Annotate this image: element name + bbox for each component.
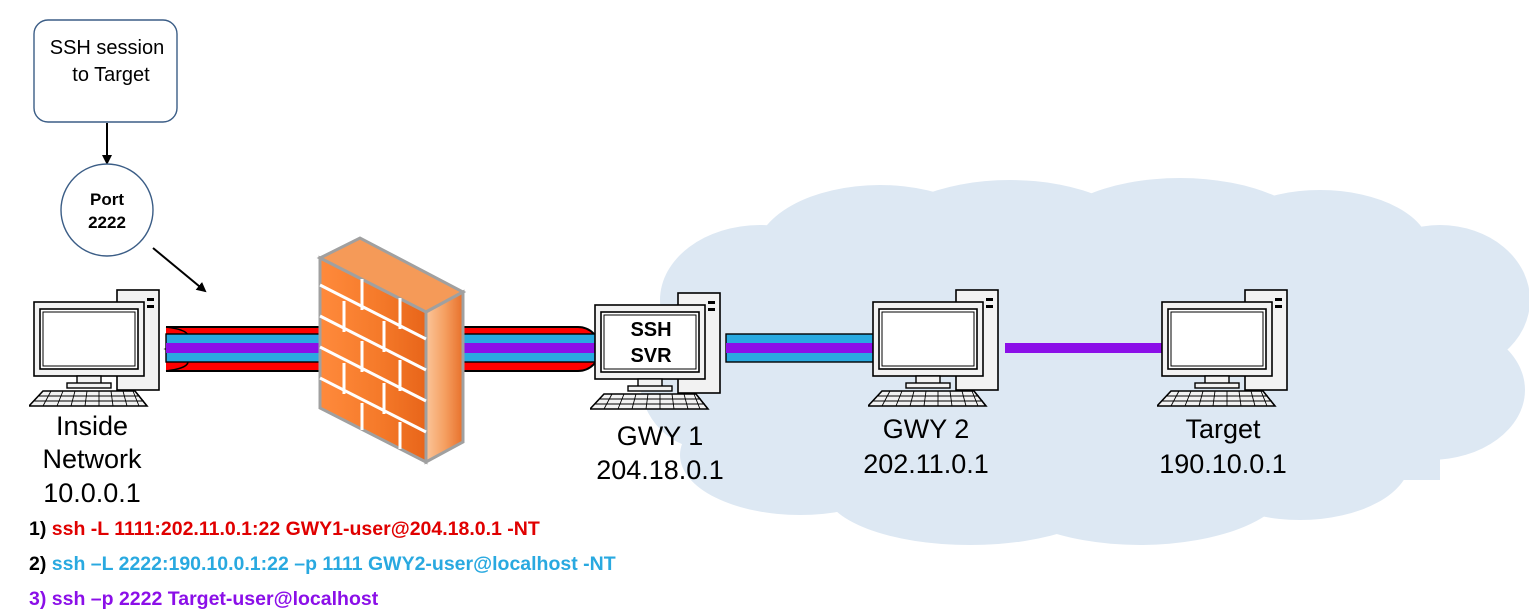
ssh-server-label-line1: SSH	[630, 319, 671, 341]
command-2: 2) ssh –L 2222:190.10.0.1:22 –p 1111 GWY…	[29, 553, 616, 576]
target-ip: 190.10.0.1	[1159, 449, 1287, 479]
gwy2-ip: 202.11.0.1	[863, 449, 989, 479]
ssh-session-callout: SSH session to Target	[33, 19, 178, 123]
command-2-text: ssh –L 2222:190.10.0.1:22 –p 1111 GWY2-u…	[51, 553, 616, 575]
callout-line2: to Target	[72, 64, 150, 86]
command-1-text: ssh -L 1111:202.11.0.1:22 GWY1-user@204.…	[51, 518, 540, 540]
command-1: 1) ssh -L 1111:202.11.0.1:22 GWY1-user@2…	[29, 518, 540, 541]
command-3-number: 3)	[29, 588, 47, 610]
port-circle: Port 2222	[60, 163, 154, 257]
gwy1-name: GWY 1	[617, 421, 704, 451]
port-label: Port	[90, 190, 124, 209]
port-number: 2222	[88, 213, 126, 232]
inside-network-computer-icon	[29, 289, 160, 407]
command-2-number: 2)	[29, 553, 47, 575]
callout-line1: SSH session	[50, 37, 165, 59]
gwy2-name: GWY 2	[883, 414, 970, 444]
command-1-number: 1)	[29, 518, 47, 540]
internet-cloud	[640, 178, 1529, 545]
inside-network-name-line1: Inside	[56, 411, 128, 441]
target-name: Target	[1185, 414, 1261, 444]
ssh-server-label-line2: SVR	[630, 345, 672, 367]
inside-network-ip: 10.0.0.1	[43, 478, 141, 508]
command-3-text: ssh –p 2222 Target-user@localhost	[51, 588, 379, 610]
inside-network-name-line2: Network	[42, 444, 142, 474]
gwy1-ip: 204.18.0.1	[596, 455, 724, 485]
port-arrow	[152, 247, 207, 293]
command-3: 3) ssh –p 2222 Target-user@localhost	[29, 588, 378, 611]
firewall-icon	[316, 236, 467, 465]
